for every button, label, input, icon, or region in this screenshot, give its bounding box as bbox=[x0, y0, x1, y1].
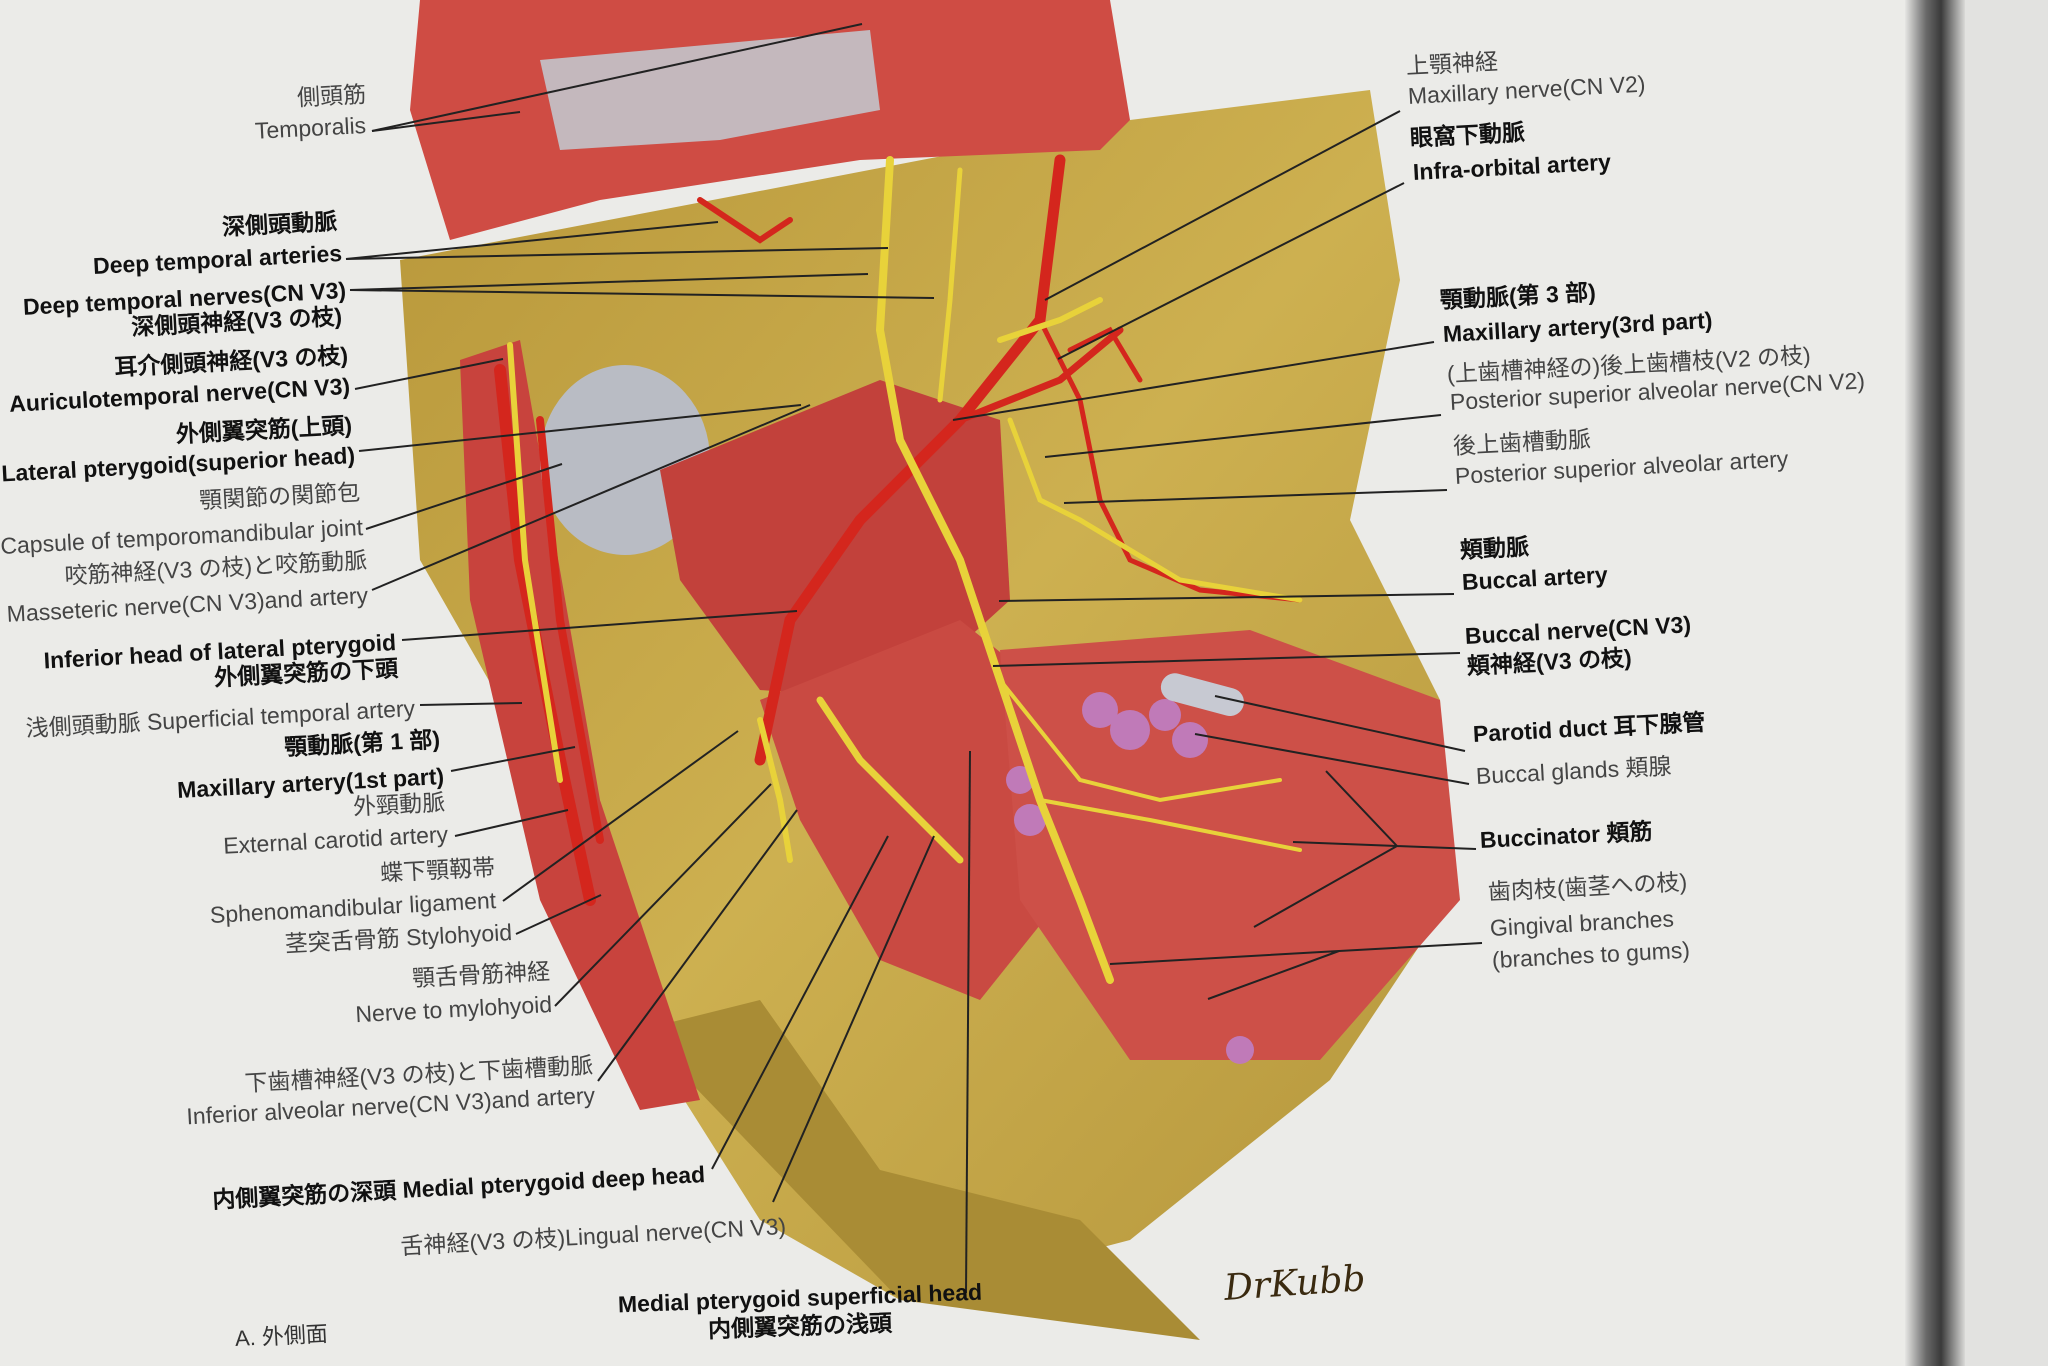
label-buccal-artery-ja: 頬動脈 bbox=[1459, 533, 1530, 563]
label-temporalis-ja: 側頭筋 bbox=[296, 81, 367, 111]
figure-caption: A. 外側面 bbox=[234, 1321, 329, 1351]
label-infraorbital-ja: 眼窩下動脈 bbox=[1409, 118, 1526, 151]
temporalis-tendon bbox=[540, 30, 880, 150]
label-maxillary-nerve-ja: 上顎神経 bbox=[1405, 48, 1499, 79]
facing-page bbox=[1965, 0, 2048, 1366]
leader-lines bbox=[345, 23, 1483, 1294]
label-temporalis-en: Temporalis bbox=[254, 112, 367, 144]
nerves bbox=[507, 156, 1303, 984]
label-sphenomandibular-ja: 蝶下顎靱帯 bbox=[379, 854, 496, 887]
buccal-glands bbox=[1006, 692, 1254, 1064]
label-external-carotid-ja: 外頸動脈 bbox=[352, 789, 446, 820]
parotid-duct bbox=[1160, 673, 1244, 717]
mandible-ramus bbox=[640, 1000, 1200, 1340]
label-deep-temporal-arteries-ja: 深側頭動脈 bbox=[221, 208, 338, 241]
page-gutter bbox=[1905, 0, 1965, 1366]
artist-signature: DrKubb bbox=[1222, 1258, 1367, 1309]
